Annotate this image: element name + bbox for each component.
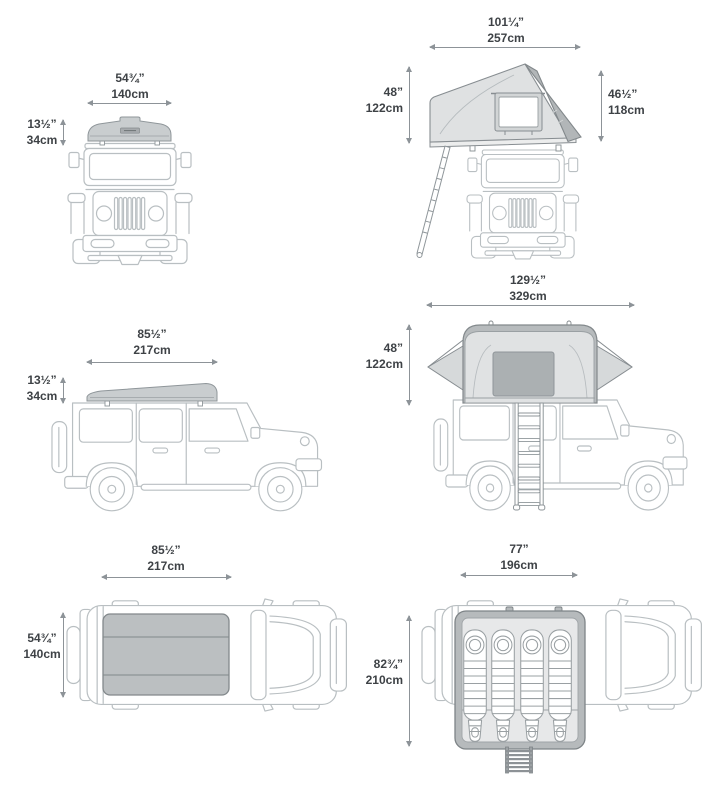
open-length-dimension-label: 129½” 329cm [488, 272, 568, 304]
dimension-inches: 129½” [509, 273, 547, 287]
dimension-cm: 217cm [133, 343, 171, 357]
dimension-cm: 257cm [487, 31, 525, 45]
dimension-cm: 196cm [500, 558, 538, 572]
closed-tent-shell [86, 382, 218, 407]
width-dimension-label: 54¾” 140cm [90, 70, 170, 102]
open-tent-wedge [429, 63, 582, 152]
dimension-inches: 13½” [27, 117, 57, 131]
open-width-dimension-label: 101¼” 257cm [466, 14, 546, 46]
closed-tent-shell [102, 613, 230, 696]
dimension-inches: 101¼” [487, 15, 525, 29]
open-length-dimension-arrow [426, 302, 635, 308]
closed-height-dimension-label: 13½” 34cm [22, 372, 62, 404]
open-width-dimension-arrow [406, 615, 412, 747]
dimension-inches: 85½” [137, 327, 167, 341]
floor-length-dimension-label: 77” 196cm [479, 541, 559, 573]
width-dimension-arrow [87, 100, 172, 106]
closed-tent-shell [87, 116, 172, 146]
ladder [416, 145, 451, 258]
dimension-inches: 13½” [27, 373, 57, 387]
overall-height-dimension-arrow [406, 324, 412, 406]
dimension-inches: 82¾” [373, 657, 403, 671]
dimension-inches: 48” [383, 341, 403, 355]
length-dimension-arrow [101, 574, 232, 580]
overall-height-dimension-label: 48” 122cm [355, 84, 403, 116]
top-open-illustration [421, 598, 702, 774]
width-dimension-label: 54¾” 140cm [21, 630, 63, 662]
tent-hard-shell-panel [524, 63, 582, 143]
dimension-cm: 34cm [26, 133, 58, 147]
overall-height-dimension-label: 48” 122cm [355, 340, 403, 372]
dimension-cm: 217cm [147, 559, 185, 573]
closed-height-dimension-arrow [60, 377, 66, 404]
dimension-inches: 77” [509, 542, 529, 556]
dimension-cm: 118cm [608, 103, 645, 117]
dimension-inches: 54¾” [115, 71, 145, 85]
dimension-inches: 54¾” [27, 631, 57, 645]
dimension-cm: 140cm [23, 647, 61, 661]
tent-height-dimension-arrow [598, 70, 604, 142]
top-closed-illustration [66, 598, 347, 712]
side-closed-illustration [51, 382, 323, 512]
open-width-dimension-arrow [429, 44, 581, 50]
side-open-illustration [427, 320, 688, 511]
dimension-cm: 122cm [365, 101, 403, 115]
dimension-cm: 34cm [26, 389, 58, 403]
open-tent-body [427, 320, 633, 404]
dimension-cm: 140cm [111, 87, 149, 101]
overall-height-dimension-arrow [406, 66, 412, 144]
tent-window [492, 351, 555, 397]
dimension-cm: 210cm [365, 673, 403, 687]
front-closed-illustration [67, 116, 193, 266]
width-dimension-arrow [60, 612, 66, 698]
floor-length-dimension-arrow [460, 572, 578, 578]
dimension-cm: 329cm [509, 289, 547, 303]
closed-height-dimension-label: 13½” 34cm [22, 116, 62, 148]
closed-height-dimension-arrow [60, 119, 66, 146]
ladder [505, 746, 533, 774]
ladder [513, 402, 546, 511]
tent-height-dimension-label: 46½” 118cm [608, 86, 658, 118]
dimension-cm: 122cm [365, 357, 403, 371]
length-dimension-label: 85½” 217cm [112, 326, 192, 358]
front-open-illustration [416, 63, 582, 260]
dimension-inches: 48” [383, 85, 403, 99]
tent-window [498, 96, 539, 128]
dimension-inches: 46½” [608, 87, 638, 101]
length-dimension-arrow [86, 359, 218, 365]
length-dimension-label: 85½” 217cm [126, 542, 206, 574]
open-tent-floorplan [454, 606, 586, 750]
open-width-dimension-label: 82¾” 210cm [355, 656, 403, 688]
dimension-inches: 85½” [151, 543, 181, 557]
